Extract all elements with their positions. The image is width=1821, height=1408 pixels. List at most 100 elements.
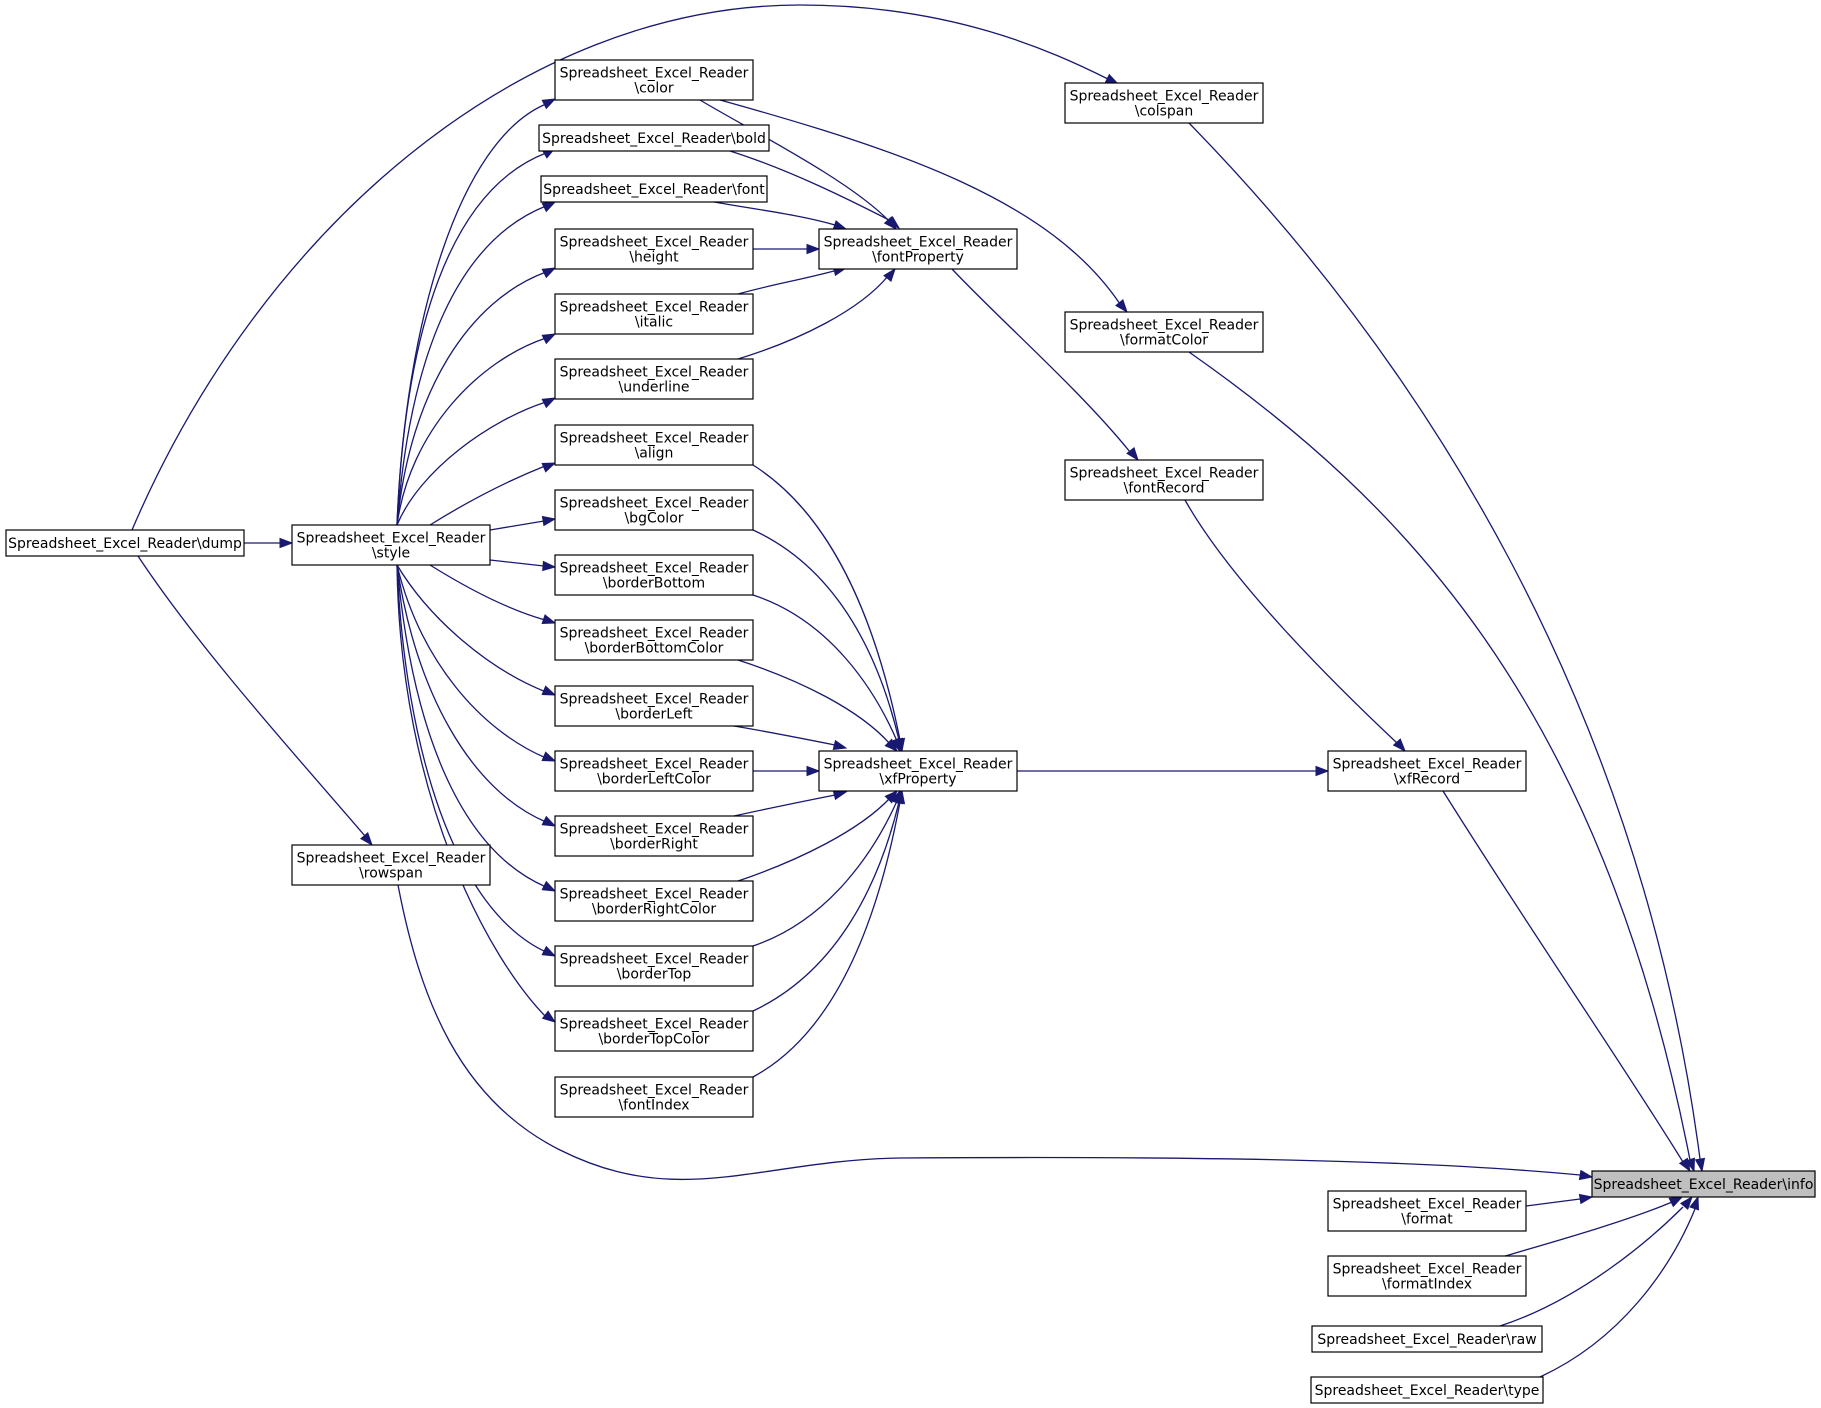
node-label: Spreadsheet_Excel_Reader\type: [1315, 1383, 1540, 1399]
node-label: \borderTop: [617, 967, 692, 983]
node-height[interactable]: Spreadsheet_Excel_Reader\height: [554, 228, 754, 270]
node-bgColor[interactable]: Spreadsheet_Excel_Reader\bgColor: [554, 489, 754, 531]
node-type[interactable]: Spreadsheet_Excel_Reader\type: [1310, 1376, 1544, 1404]
edge-type-to-info: [1539, 1195, 1700, 1378]
node-borderTop[interactable]: Spreadsheet_Excel_Reader\borderTop: [554, 945, 754, 987]
node-label: \underline: [619, 380, 690, 396]
node-xfProperty[interactable]: Spreadsheet_Excel_Reader\xfProperty: [818, 750, 1018, 792]
node-color[interactable]: Spreadsheet_Excel_Reader\color: [554, 59, 754, 101]
node-align[interactable]: Spreadsheet_Excel_Reader\align: [554, 424, 754, 466]
node-formatColor[interactable]: Spreadsheet_Excel_Reader\formatColor: [1064, 311, 1264, 353]
edge-borderLeft-to-xfProperty: [733, 725, 848, 751]
node-borderRightColor[interactable]: Spreadsheet_Excel_Reader\borderRightColo…: [554, 880, 754, 922]
node-info[interactable]: Spreadsheet_Excel_Reader\info: [1591, 1170, 1816, 1198]
arrowhead-icon: [1689, 1195, 1700, 1211]
arrowhead-icon: [279, 537, 294, 549]
arrowhead-icon: [1126, 446, 1139, 462]
node-box: [554, 685, 754, 727]
edge-dump-to-rowspan: [137, 555, 373, 847]
arrowhead-icon: [1315, 765, 1330, 777]
node-label: \borderRight: [610, 837, 698, 853]
node-fontRecord[interactable]: Spreadsheet_Excel_Reader\fontRecord: [1064, 459, 1264, 501]
edge-line: [396, 337, 547, 526]
edge-bold-to-fontProperty: [729, 150, 901, 229]
edge-line: [1499, 1206, 1684, 1327]
node-borderLeftColor[interactable]: Spreadsheet_Excel_Reader\borderLeftColor: [554, 750, 754, 792]
node-box: [291, 844, 491, 886]
node-fontProperty[interactable]: Spreadsheet_Excel_Reader\fontProperty: [818, 228, 1018, 270]
node-rowspan[interactable]: Spreadsheet_Excel_Reader\rowspan: [291, 844, 491, 886]
node-italic[interactable]: Spreadsheet_Excel_Reader\italic: [554, 293, 754, 335]
arrowhead-icon: [541, 880, 557, 892]
node-label: \borderLeftColor: [597, 772, 711, 788]
node-borderBottomColor[interactable]: Spreadsheet_Excel_Reader\borderBottomCol…: [554, 619, 754, 661]
node-label: \borderRightColor: [592, 902, 717, 918]
node-formatIndex[interactable]: Spreadsheet_Excel_Reader\formatIndex: [1327, 1255, 1527, 1297]
edge-line: [397, 884, 1581, 1180]
node-fontIndex[interactable]: Spreadsheet_Excel_Reader\fontIndex: [554, 1076, 754, 1118]
node-box: [1310, 1376, 1544, 1404]
node-label: Spreadsheet_Excel_Reader: [1333, 1262, 1522, 1278]
edge-line: [489, 520, 545, 531]
edge-style-to-font: [396, 201, 557, 526]
node-box: [1311, 1325, 1543, 1353]
arrowhead-icon: [541, 98, 557, 110]
node-label: Spreadsheet_Excel_Reader: [560, 431, 749, 447]
node-font[interactable]: Spreadsheet_Excel_Reader\font: [540, 175, 768, 203]
arrowhead-icon: [541, 945, 557, 957]
edge-line: [396, 401, 547, 526]
node-label: \formatColor: [1120, 333, 1208, 349]
node-box: [554, 619, 754, 661]
node-borderBottom[interactable]: Spreadsheet_Excel_Reader\borderBottom: [554, 554, 754, 596]
node-label: Spreadsheet_Excel_Reader: [560, 66, 749, 82]
node-colspan[interactable]: Spreadsheet_Excel_Reader\colspan: [1064, 82, 1264, 124]
edge-height-to-fontProperty: [753, 243, 821, 255]
edge-line: [489, 559, 545, 567]
edge-line: [396, 564, 547, 693]
edge-line: [1188, 122, 1701, 1160]
edge-line: [752, 801, 901, 1078]
node-label: Spreadsheet_Excel_Reader: [560, 1083, 749, 1099]
node-borderTopColor[interactable]: Spreadsheet_Excel_Reader\borderTopColor: [554, 1010, 754, 1052]
node-label: \style: [372, 546, 410, 562]
edge-colspan-to-info: [1188, 122, 1706, 1173]
node-box: [1064, 459, 1264, 501]
edge-borderLeftColor-to-xfProperty: [753, 765, 821, 777]
node-box: [540, 175, 768, 203]
arrowhead-icon: [1578, 1193, 1594, 1205]
node-raw[interactable]: Spreadsheet_Excel_Reader\raw: [1311, 1325, 1543, 1353]
node-borderRight[interactable]: Spreadsheet_Excel_Reader\borderRight: [554, 815, 754, 857]
edge-fontIndex-to-xfProperty: [752, 789, 906, 1078]
arrowhead-icon: [832, 739, 848, 751]
node-box: [554, 358, 754, 400]
edge-style-to-italic: [396, 333, 557, 526]
arrowhead-icon: [832, 789, 848, 801]
edge-line: [396, 271, 547, 526]
arrowhead-icon: [806, 765, 821, 777]
node-label: Spreadsheet_Excel_Reader: [560, 235, 749, 251]
edge-line: [396, 205, 547, 526]
node-box: [554, 554, 754, 596]
node-underline[interactable]: Spreadsheet_Excel_Reader\underline: [554, 358, 754, 400]
node-style[interactable]: Spreadsheet_Excel_Reader\style: [291, 524, 491, 566]
edge-line: [737, 270, 835, 295]
node-label: Spreadsheet_Excel_Reader: [560, 887, 749, 903]
node-bold[interactable]: Spreadsheet_Excel_Reader\bold: [538, 124, 770, 152]
edge-line: [752, 594, 898, 742]
node-dump[interactable]: Spreadsheet_Excel_Reader\dump: [5, 529, 245, 557]
edge-style-to-borderBottomColor: [429, 564, 557, 625]
node-format[interactable]: Spreadsheet_Excel_Reader\format: [1327, 1190, 1527, 1232]
edge-line: [699, 99, 891, 223]
node-label: \xfProperty: [879, 772, 956, 788]
node-borderLeft[interactable]: Spreadsheet_Excel_Reader\borderLeft: [554, 685, 754, 727]
node-xfRecord[interactable]: Spreadsheet_Excel_Reader\xfRecord: [1327, 750, 1527, 792]
arrowhead-icon: [541, 267, 557, 279]
arrowhead-icon: [894, 789, 906, 805]
node-label: Spreadsheet_Excel_Reader: [824, 757, 1013, 773]
node-label: \align: [635, 446, 674, 462]
node-label: Spreadsheet_Excel_Reader\raw: [1317, 1332, 1536, 1348]
edge-style-to-underline: [396, 397, 557, 526]
edge-underline-to-fontProperty: [737, 267, 896, 360]
edge-line: [429, 564, 546, 621]
node-box: [1327, 750, 1527, 792]
